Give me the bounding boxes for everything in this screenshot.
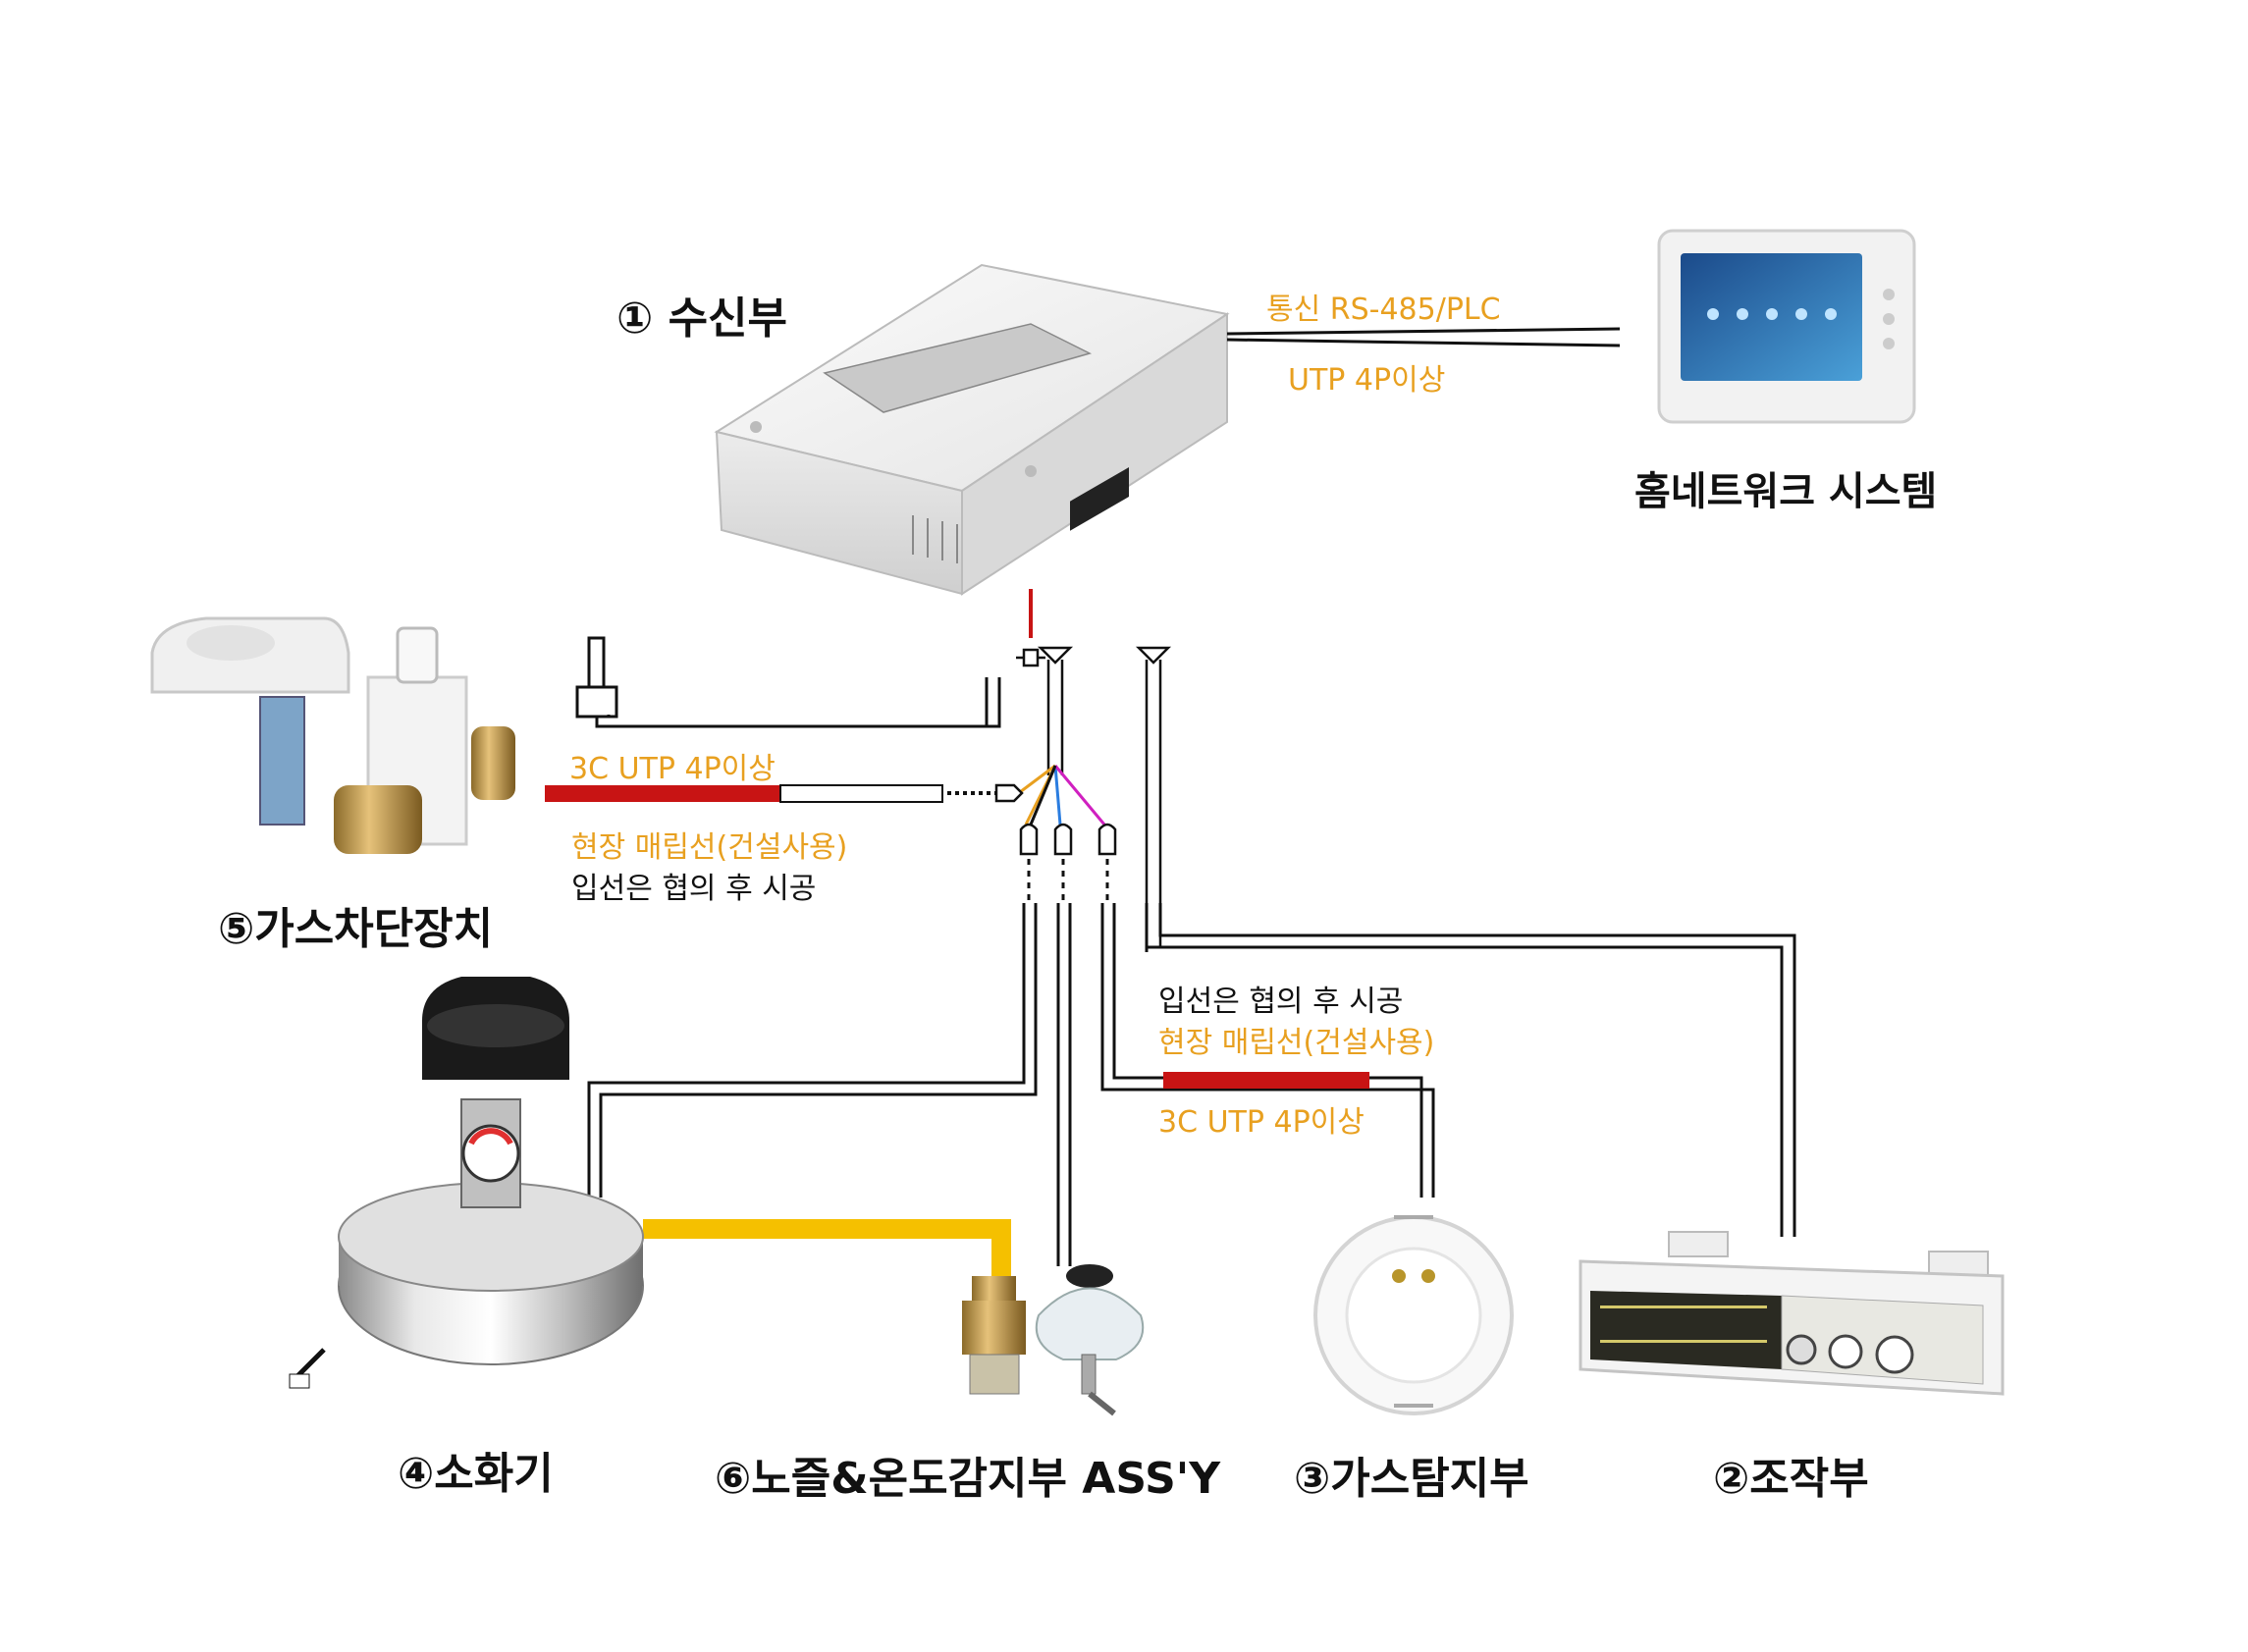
gas-detector-image xyxy=(1313,1215,1514,1415)
conduit-left-label: 현장 매립선(건설사용) xyxy=(571,830,848,865)
control-panel-image xyxy=(1579,1231,2005,1396)
conduit-right-label: 현장 매립선(건설사용) xyxy=(1158,1026,1435,1060)
plug-connector-left xyxy=(575,636,1001,728)
connector-bundle xyxy=(1016,646,1172,947)
wiring-left-label: 입선은 협의 후 시공 xyxy=(571,872,817,906)
utp-home-label: UTP 4P이상 xyxy=(1288,363,1446,398)
extinguisher-image xyxy=(289,977,644,1389)
extinguisher-label: ④소화기 xyxy=(398,1449,554,1499)
comm-protocol-label: 통신 RS-485/PLC xyxy=(1266,293,1501,327)
utp-left-label: 3C UTP 4P이상 xyxy=(569,752,776,786)
wiring-right-label: 입선은 협의 후 시공 xyxy=(1158,985,1404,1019)
gas-detector-label: ③가스탐지부 xyxy=(1294,1454,1529,1504)
home-network-label: 홈네트워크 시스템 xyxy=(1634,469,1938,514)
utp-right-label: 3C UTP 4P이상 xyxy=(1158,1105,1365,1140)
nozzle-label: ⑥노즐&온도감지부 ASS'Y xyxy=(715,1454,1221,1504)
nozzle-sensor-image xyxy=(962,1264,1145,1416)
gas-shutoff-image xyxy=(150,616,515,854)
receiver-label: ① 수신부 xyxy=(616,293,788,344)
control-panel-label: ②조작부 xyxy=(1713,1454,1869,1504)
home-network-panel-image xyxy=(1657,229,1916,424)
gas-shutoff-label: ⑤가스차단장치 xyxy=(218,904,494,954)
receiver-unit-image xyxy=(714,263,1230,596)
